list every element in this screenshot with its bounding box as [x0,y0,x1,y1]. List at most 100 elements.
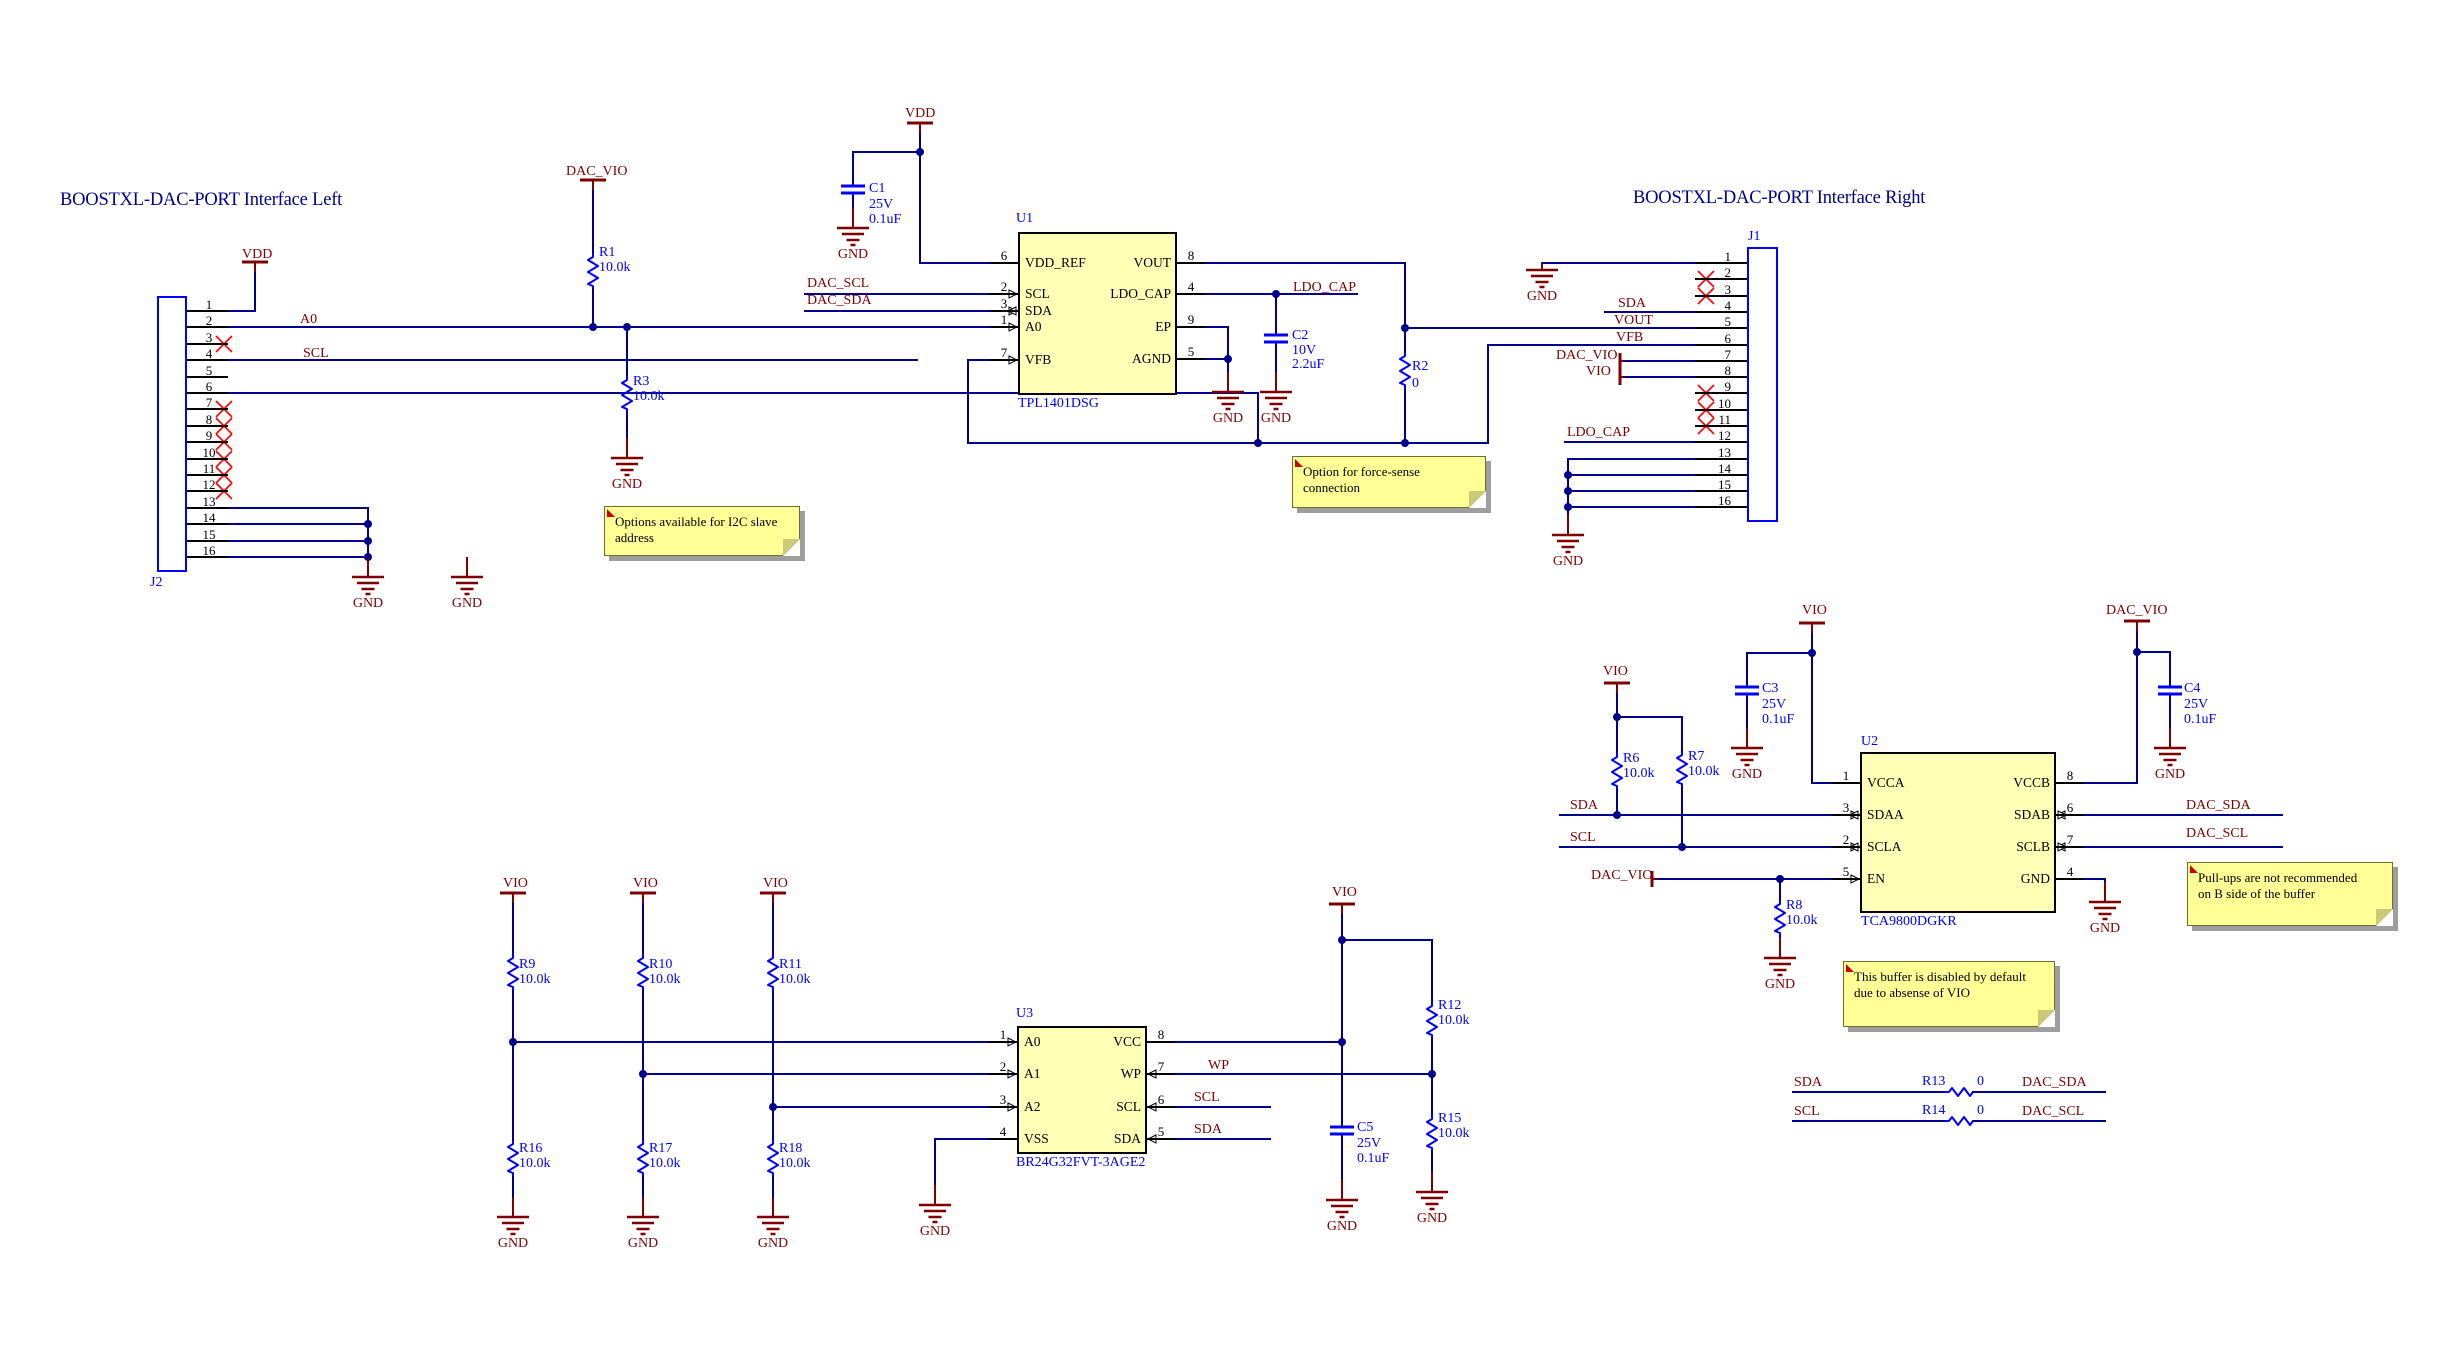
designator-label-2-2uf: 2.2uF [1292,357,1325,372]
designator-label-c4: C4 [2184,681,2201,696]
pin-number: 16 [1718,493,1731,508]
designator-label-r9: R9 [519,957,536,972]
connector-j2-refdes: J2 [150,575,163,590]
resistor-r10[interactable] [637,954,649,990]
pin-name-sdab: SDAB [2013,807,2050,822]
net-label-sda: SDA [1794,1075,1823,1090]
pin-number: 4 [1187,279,1195,294]
resistor-r18[interactable] [767,1140,779,1176]
designator-label-r11: R11 [779,957,802,972]
gnd-label: GND [1731,767,1763,782]
ic-u1-partnumber: TPL1401DSG [1018,396,1099,411]
resistor-r12[interactable] [1426,1002,1438,1038]
note-buffer-disabled[interactable]: This buffer is disabled by default due t… [1843,961,2055,1027]
net-label-vfb: VFB [1616,330,1644,345]
connector-j1-refdes: J1 [1748,229,1761,244]
pin-name-wp: WP [1120,1066,1141,1081]
resistor-r15[interactable] [1426,1115,1438,1151]
pin-number: 6 [205,379,213,394]
resistor-r11[interactable] [767,954,779,990]
designator-label-25v: 25V [2184,697,2209,712]
net-label-dac-vio: DAC_VIO [1591,868,1653,883]
net-label-vio: VIO [1332,885,1357,900]
net-label-ldo-cap: LDO_CAP [1293,280,1357,295]
gnd-label: GND [1212,411,1244,426]
gnd-label: GND [757,1236,789,1251]
designator-label-r8: R8 [1786,898,1803,913]
gnd-label: GND [1526,289,1558,304]
net-label-dac-sda: DAC_SDA [2186,798,2251,813]
resistor-r17[interactable] [637,1140,649,1176]
pin-number: 3 [205,330,213,345]
ic-u2-body[interactable] [1860,752,2056,913]
note-line: Option for force-sense [1303,464,1420,479]
note-line: connection [1303,480,1361,495]
pin-number: 16 [202,543,216,558]
designator-label-r18: R18 [779,1141,803,1156]
ic-u3-body[interactable] [1017,1026,1147,1154]
junction-dot [1613,713,1621,721]
resistor-r1[interactable] [587,253,599,289]
resistor-r14[interactable] [1945,1116,1974,1126]
designator-label-0: 0 [1412,376,1419,391]
pin-name-vdd_ref: VDD_REF [1025,255,1086,270]
resistor-r8[interactable] [1774,900,1786,936]
pin-number: 6 [2066,800,2074,815]
net-label-sda: SDA [1570,798,1599,813]
title-interface-right: BOOSTXL-DAC-PORT Interface Right [1633,188,1926,208]
resistor-r6[interactable] [1611,753,1623,789]
junction-dot [1401,439,1409,447]
connector-j2-body[interactable] [157,296,187,572]
note-force-sense[interactable]: Option for force-sense connection [1292,456,1486,508]
warning-triangle-icon [607,509,615,517]
pin-number: 4 [999,1124,1007,1139]
pin-number: 4 [1724,298,1732,313]
junction-dot [1224,355,1232,363]
resistor-r3[interactable] [621,376,633,412]
resistor-r2[interactable] [1399,352,1411,388]
pin-number: 12 [1718,428,1731,443]
pin-name-sda: SDA [1113,1131,1141,1146]
connector-j1-body[interactable] [1747,247,1778,522]
pin-number: 6 [1724,331,1732,346]
designator-label-0-1uf: 0.1uF [1762,712,1795,727]
gnd-label: GND [451,596,483,611]
junction-dot [1272,290,1280,298]
resistor-r9[interactable] [507,954,519,990]
net-label-vio: VIO [763,876,788,891]
pin-number: 1 [205,297,213,312]
net-label-dac-vio: DAC_VIO [566,164,628,179]
net-label-ldo-cap: LDO_CAP [1567,425,1631,440]
pin-name-sda: SDA [1025,303,1053,318]
junction-dot [1678,843,1686,851]
designator-label-r12: R12 [1438,998,1462,1013]
note-line: Options available for I2C slave [615,514,778,529]
pin-number: 3 [1842,800,1850,815]
net-label-a0: A0 [300,312,318,327]
net-label-dac-vio: DAC_VIO [1556,348,1618,363]
designator-label-r15: R15 [1438,1111,1462,1126]
junction-dot [509,1038,517,1046]
pin-name-sclb: SCLB [2016,839,2050,854]
ic-u1-body[interactable] [1018,232,1177,395]
designator-label-10-0k: 10.0k [519,1156,551,1171]
pin-number: 10 [202,445,216,460]
resistor-r13[interactable] [1945,1087,1974,1097]
pin-number: 8 [1157,1027,1165,1042]
pin-number: 10 [1718,396,1731,411]
net-label-vio: VIO [1586,364,1611,379]
pin-number: 3 [1000,296,1008,311]
resistor-r16[interactable] [507,1140,519,1176]
designator-label-10-0k: 10.0k [649,1156,681,1171]
pin-number: 12 [202,477,216,492]
note-i2c-slave-address[interactable]: Options available for I2C slave address [604,506,800,556]
resistor-r7[interactable] [1676,751,1688,787]
junction-dot [916,148,924,156]
junction-dot [364,553,372,561]
note-pullups-b-side[interactable]: Pull-ups are not recommended on B side o… [2187,862,2393,926]
pin-number: 11 [202,461,216,476]
pin-number: 8 [1187,248,1195,263]
ic-u2-partnumber: TCA9800DGKR [1861,914,1957,929]
